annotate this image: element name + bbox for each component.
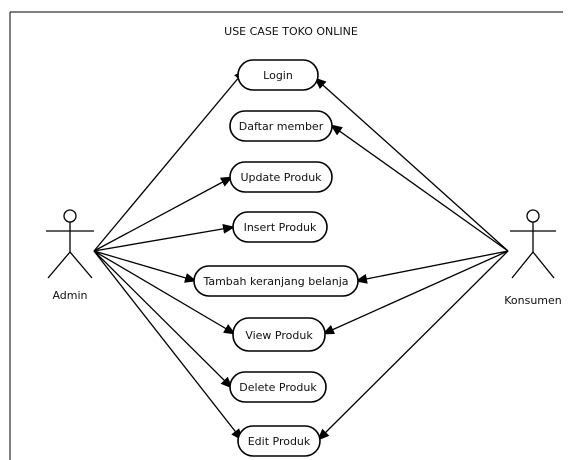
association-konsumen-edit-produk (317, 250, 509, 441)
use-case-delete-produk-label: Delete Produk (239, 381, 317, 394)
actor-konsumen-right-leg (532, 251, 555, 279)
association-konsumen-daftar-member (330, 124, 509, 252)
use-case-update-produk: Update Produk (229, 161, 333, 193)
actor-admin-label: Admin (52, 289, 87, 302)
actor-konsumen-head (526, 209, 540, 223)
actor-konsumen-label: Konsumen (504, 294, 562, 307)
use-case-tambah-keranjang-shape (193, 265, 359, 297)
association-konsumen-view-produk (322, 250, 509, 335)
actor-admin: Admin (46, 209, 94, 302)
use-case-login-label: Login (263, 69, 293, 82)
association-admin-insert-produk (93, 223, 235, 252)
actor-admin-right-leg (69, 251, 93, 279)
use-case-daftar-member-label: Daftar member (239, 120, 324, 133)
use-case-login: Login (237, 59, 319, 91)
association-konsumen-login (314, 77, 509, 252)
actor-admin-head (63, 209, 77, 223)
association-admin-update-produk (93, 176, 233, 252)
diagram-title: USE CASE TOKO ONLINE (224, 25, 358, 38)
use-case-edit-produk-label: Edit Produk (248, 435, 311, 448)
association-admin-delete-produk (93, 250, 233, 389)
use-case-delete-produk-shape (229, 371, 327, 403)
association-konsumen-tambah-keranjang (355, 250, 509, 284)
association-admin-view-produk (93, 250, 236, 335)
associations (93, 69, 509, 441)
use-case-view-produk: View Produk (232, 317, 326, 352)
use-case-insert-produk-shape (232, 211, 328, 243)
use-case-tambah-keranjang-label: Tambah keranjang belanja (202, 275, 348, 288)
actor-konsumen: Konsumen (504, 209, 562, 307)
use-case-view-produk-shape (232, 317, 326, 352)
use-case-daftar-member: Daftar member (229, 110, 333, 142)
association-admin-tambah-keranjang (93, 250, 197, 283)
use-case-edit-produk-shape (237, 425, 321, 457)
use-case-delete-produk: Delete Produk (229, 371, 327, 403)
use-case-view-produk-label: View Produk (245, 329, 313, 342)
actor-konsumen-left-leg (511, 251, 534, 279)
use-case-update-produk-shape (229, 161, 333, 193)
association-admin-edit-produk (93, 250, 243, 441)
use-case-update-produk-label: Update Produk (240, 171, 322, 184)
use-case-login-shape (237, 59, 319, 91)
actor-admin-left-leg (47, 251, 71, 279)
use-case-daftar-member-shape (229, 110, 333, 142)
use-case-insert-produk: Insert Produk (232, 211, 328, 243)
use-case-tambah-keranjang: Tambah keranjang belanja (193, 265, 359, 297)
use-case-insert-produk-label: Insert Produk (244, 221, 317, 234)
association-admin-login (93, 69, 246, 252)
use-case-edit-produk: Edit Produk (237, 425, 321, 457)
